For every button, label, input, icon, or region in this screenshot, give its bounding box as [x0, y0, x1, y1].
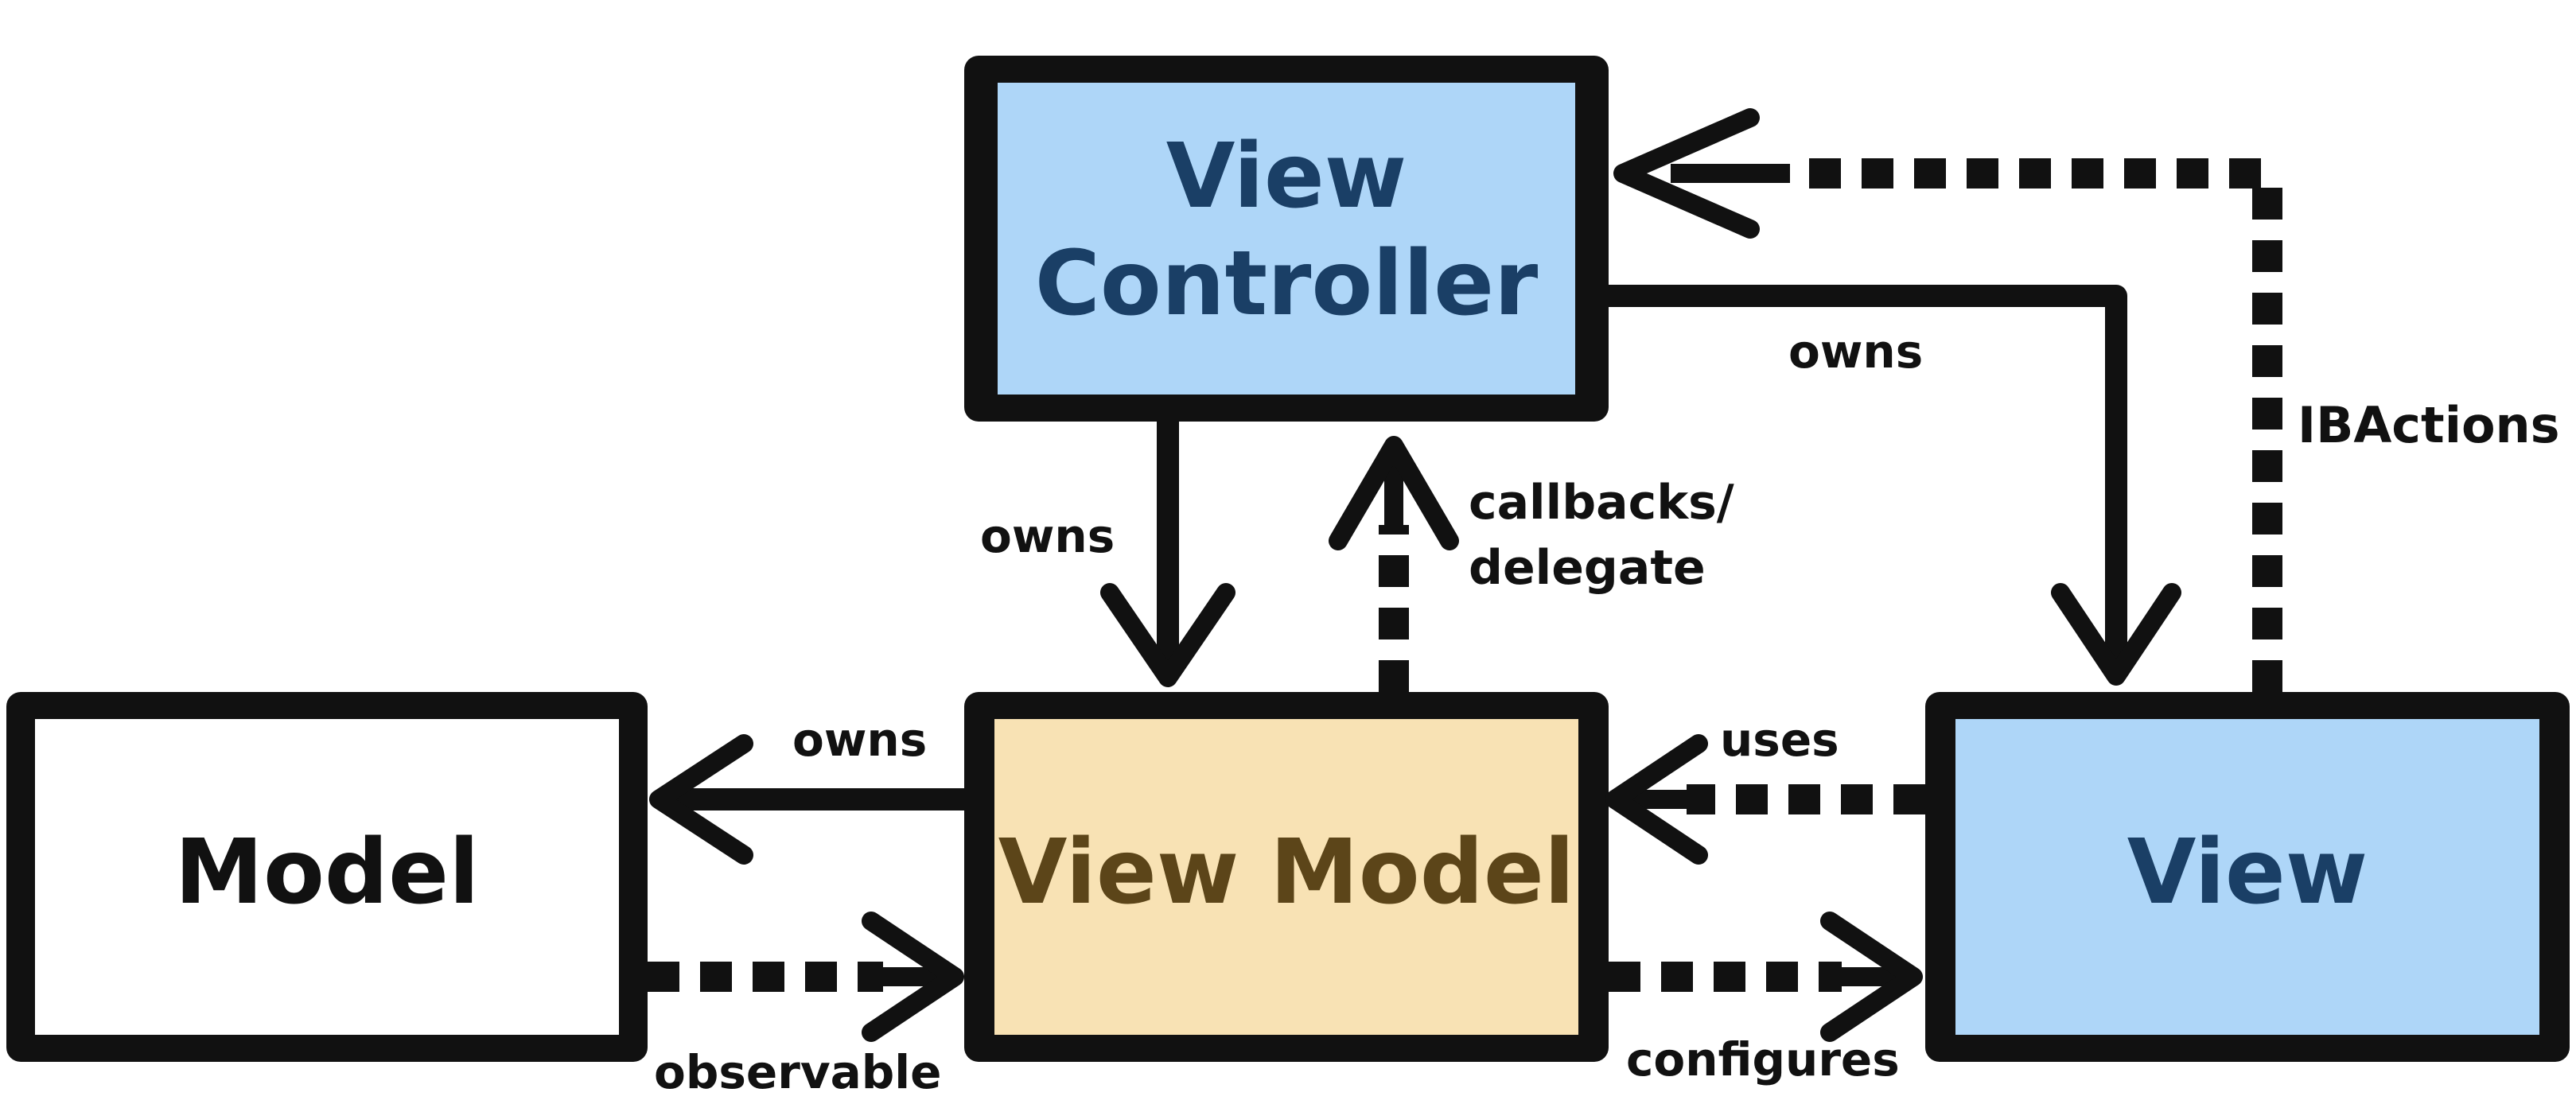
label-ibactions: IBActions — [2298, 396, 2560, 454]
vm-configures-view-arrowhead — [1820, 912, 1923, 1042]
label-callbacks-line1: callbacks/ — [1469, 475, 1734, 531]
view-title: View — [2127, 821, 2368, 924]
model-observable-arrow — [648, 912, 964, 1042]
view-box: View — [1925, 692, 2570, 1062]
vm-owns-model-arrowhead — [649, 734, 753, 865]
label-callbacks-line2: delegate — [1469, 540, 1706, 596]
model-box: Model — [6, 692, 648, 1062]
label-vc-owns-vm: owns — [980, 509, 1115, 563]
view-controller-box: View Controller — [964, 56, 1609, 422]
view-uses-vm-arrowhead — [1605, 734, 1708, 865]
view-ibactions-arrow — [1613, 108, 2282, 692]
view-uses-vm-arrow — [1605, 734, 1925, 865]
model-title: Model — [175, 821, 480, 924]
view-ibactions-line — [1790, 158, 2282, 692]
label-view-uses-vm: uses — [1720, 713, 1839, 767]
label-vc-owns-view: owns — [1788, 325, 1923, 379]
model-fill — [35, 719, 619, 1035]
label-vm-owns-model: owns — [792, 713, 927, 767]
label-observable: observable — [654, 1045, 942, 1099]
vc-owns-vm-arrow — [1100, 422, 1235, 687]
view-model-box: View Model — [964, 692, 1609, 1062]
view-model-fill — [994, 719, 1578, 1035]
vm-callbacks-arrow — [1329, 436, 1459, 692]
view-controller-title-line1: View — [1166, 125, 1407, 228]
view-model-title: View Model — [998, 821, 1574, 924]
label-configures: configures — [1626, 1032, 1900, 1087]
vc-owns-view-arrowhead — [2051, 583, 2181, 686]
vc-owns-vm-arrowhead — [1100, 583, 1235, 687]
view-controller-fill — [998, 83, 1575, 395]
vm-callbacks-arrowhead — [1329, 436, 1459, 550]
view-ibactions-arrowhead — [1613, 108, 1760, 239]
model-observable-arrowhead — [862, 912, 964, 1042]
vm-configures-view-arrow — [1609, 912, 1923, 1042]
vc-owns-view-line — [1609, 285, 2127, 662]
view-fill — [1955, 719, 2539, 1035]
vm-owns-model-arrow — [649, 734, 964, 865]
vc-owns-view-arrow — [1609, 285, 2181, 686]
view-controller-title-line2: Controller — [1035, 232, 1539, 336]
